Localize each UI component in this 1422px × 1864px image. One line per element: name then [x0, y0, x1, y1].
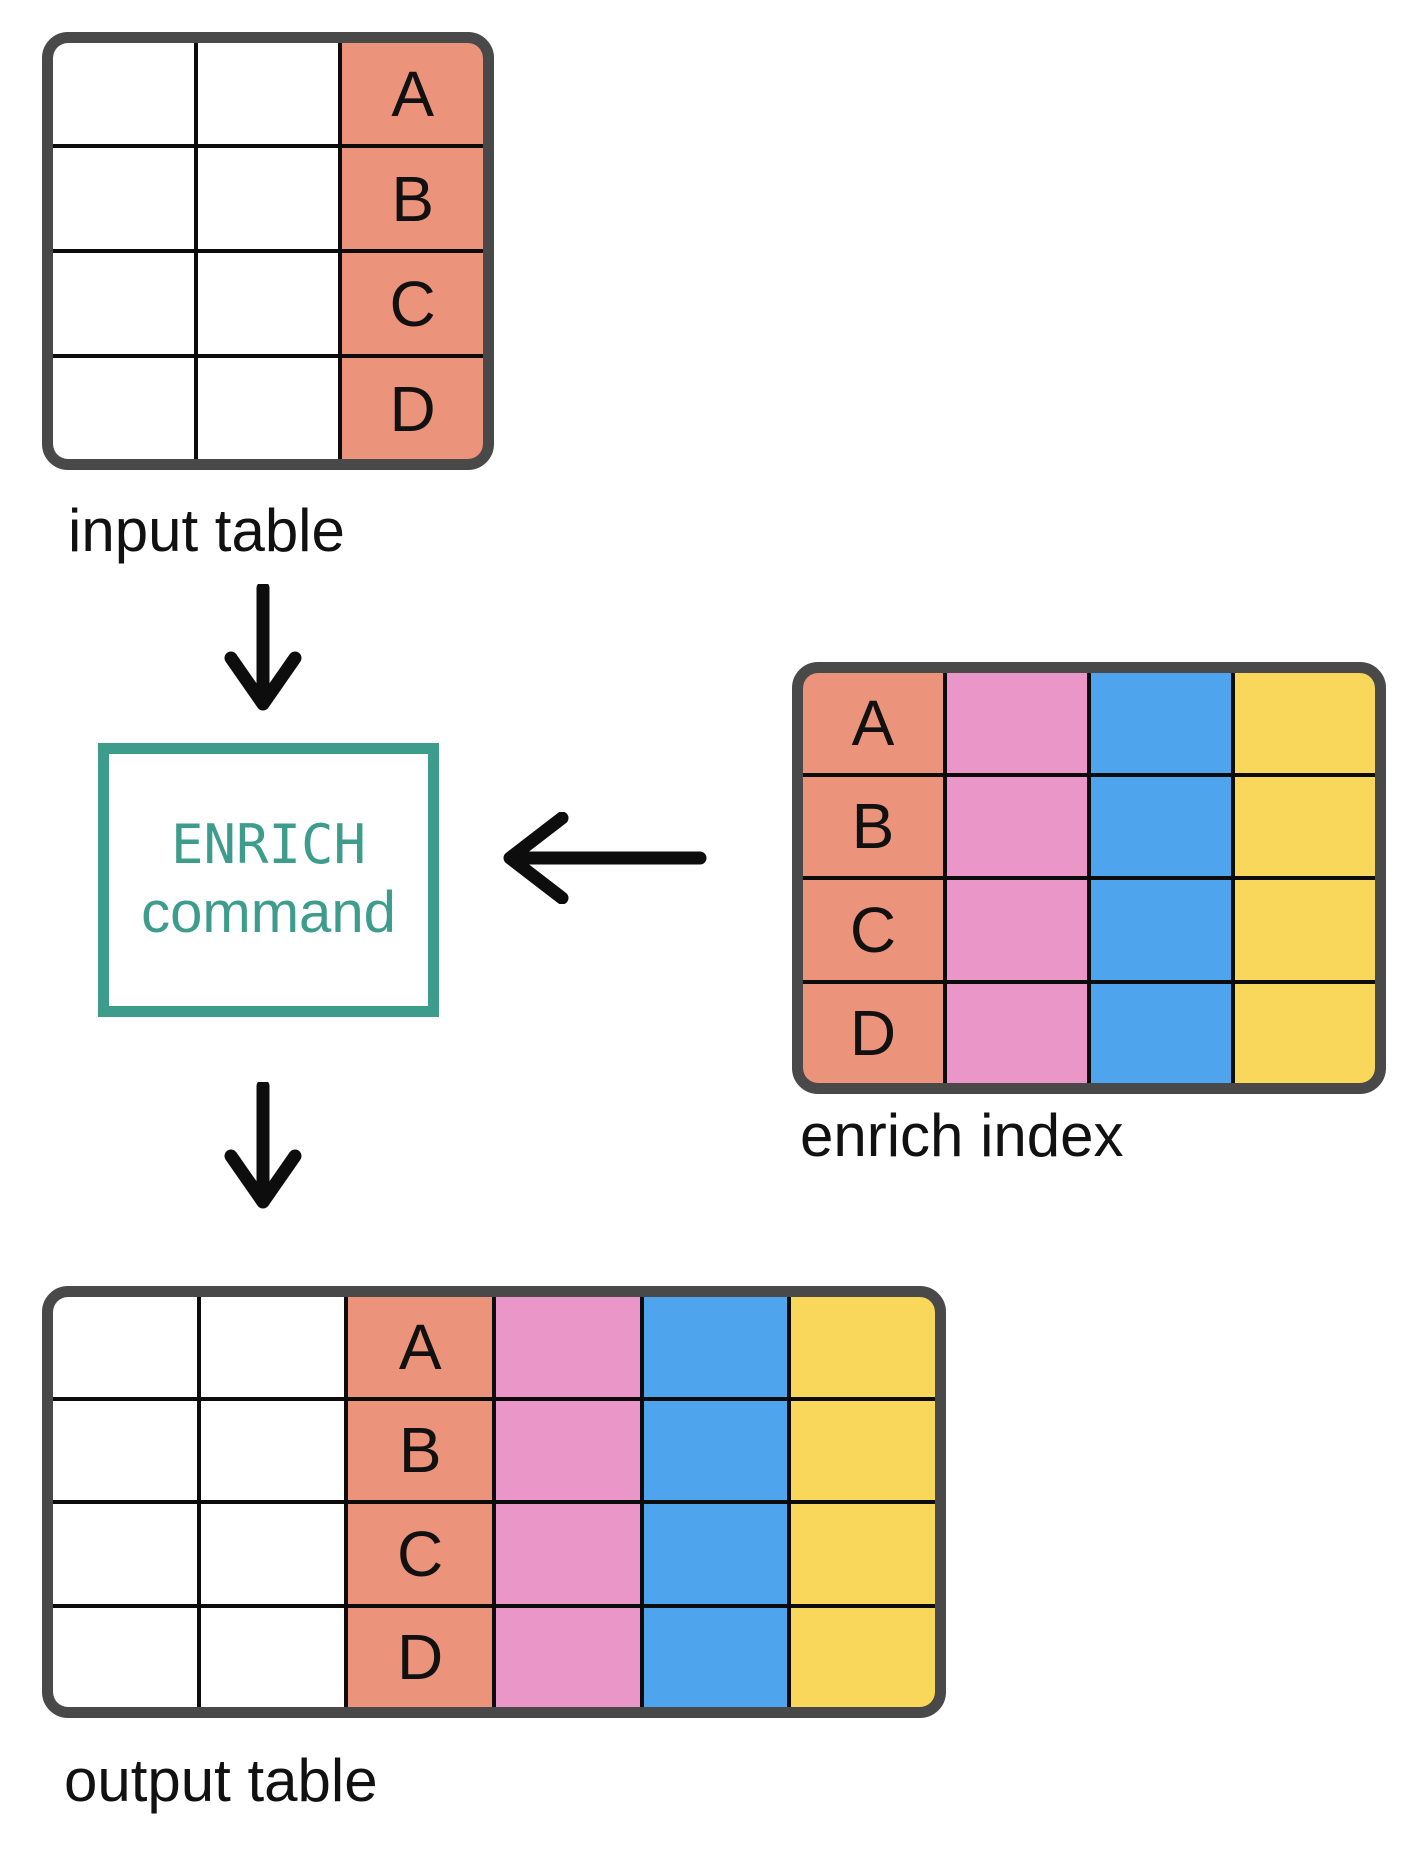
table-cell [947, 983, 1087, 1083]
table-cell [643, 1297, 788, 1397]
table-cell [53, 253, 194, 354]
enrich-command-box: ENRICH command [98, 743, 439, 1017]
key-cell-b: B [348, 1400, 492, 1500]
table-cell [1235, 776, 1375, 876]
table-cell [197, 43, 339, 144]
table-cell [200, 1297, 345, 1397]
table-cell [1235, 673, 1375, 773]
enrich-command-word: command [141, 880, 396, 945]
table-cell [643, 1607, 788, 1707]
table-cell [53, 43, 194, 144]
input-table-label: input table [68, 497, 345, 564]
table-cell [53, 1297, 197, 1397]
table-cell [1235, 880, 1375, 980]
table-cell [947, 880, 1087, 980]
key-cell-b: B [342, 148, 483, 249]
table-cell [200, 1400, 345, 1500]
table-cell [791, 1400, 935, 1500]
down-arrow-icon [224, 1082, 302, 1209]
table-cell [496, 1607, 640, 1707]
table-cell [200, 1607, 345, 1707]
table-cell [197, 358, 339, 459]
input-table: A B C D [42, 32, 494, 470]
table-cell [1091, 776, 1231, 876]
table-cell [496, 1400, 640, 1500]
table-cell [200, 1504, 345, 1604]
table-cell [947, 776, 1087, 876]
key-cell-d: D [342, 358, 483, 459]
table-cell [197, 253, 339, 354]
table-cell [791, 1607, 935, 1707]
key-cell-a: A [348, 1297, 492, 1397]
table-cell [53, 1400, 197, 1500]
key-cell-c: C [348, 1504, 492, 1604]
table-cell [53, 148, 194, 249]
table-cell [1091, 880, 1231, 980]
output-table-label: output table [64, 1747, 378, 1814]
key-cell-a: A [342, 43, 483, 144]
table-cell [947, 673, 1087, 773]
key-cell-c: C [342, 253, 483, 354]
table-cell [496, 1297, 640, 1397]
enrich-command-keyword: ENRICH [170, 813, 367, 876]
key-cell-d: D [803, 983, 943, 1083]
table-cell [1235, 983, 1375, 1083]
key-cell-d: D [348, 1607, 492, 1707]
enrich-index-table: A B C D [792, 662, 1386, 1094]
table-cell [197, 148, 339, 249]
table-cell [791, 1504, 935, 1604]
table-cell [496, 1504, 640, 1604]
table-cell [53, 1504, 197, 1604]
key-cell-a: A [803, 673, 943, 773]
table-cell [53, 358, 194, 459]
key-cell-b: B [803, 776, 943, 876]
enrich-index-label: enrich index [800, 1102, 1124, 1169]
key-cell-c: C [803, 880, 943, 980]
down-arrow-icon [224, 584, 302, 711]
output-table: A B C D [42, 1286, 946, 1718]
left-arrow-icon [503, 812, 707, 904]
table-cell [1091, 983, 1231, 1083]
table-cell [791, 1297, 935, 1397]
table-cell [1091, 673, 1231, 773]
table-cell [53, 1607, 197, 1707]
table-cell [643, 1504, 788, 1604]
table-cell [643, 1400, 788, 1500]
